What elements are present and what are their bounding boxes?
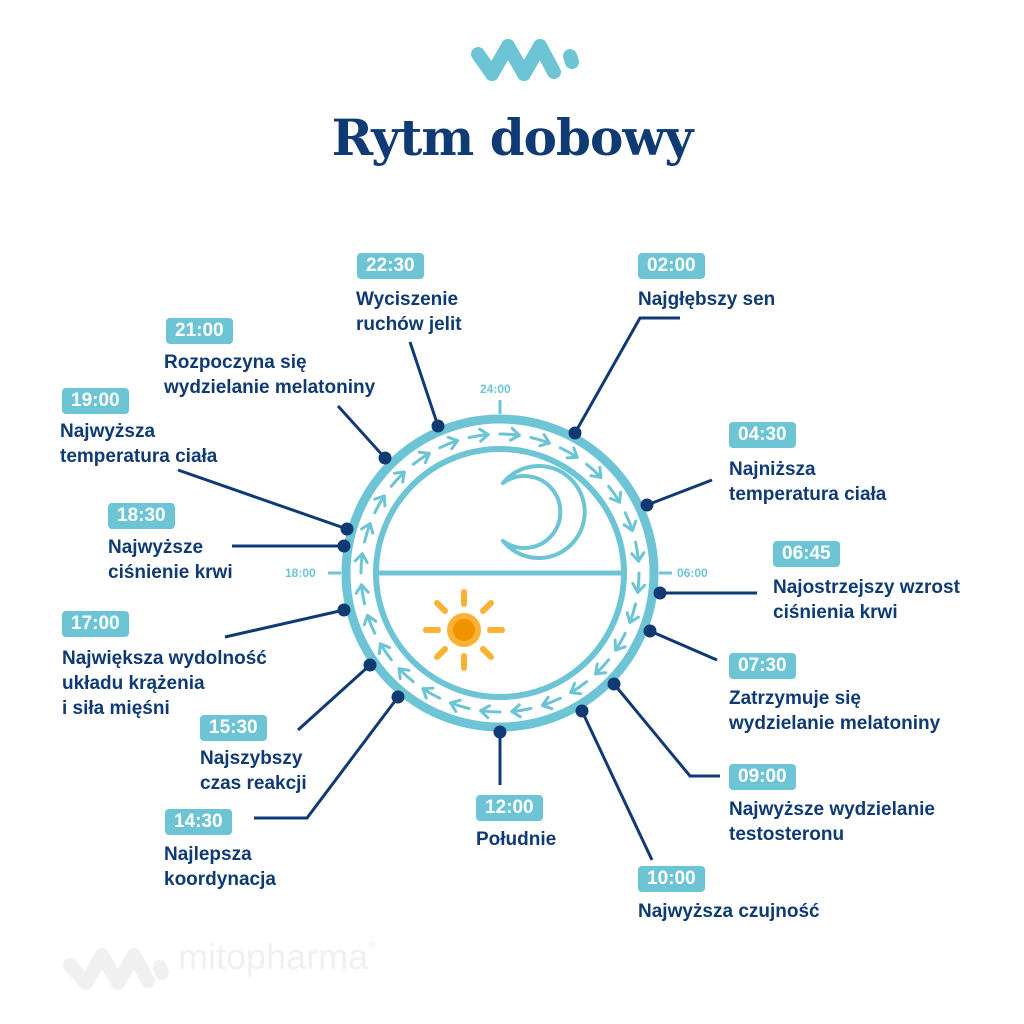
time-badge: 06:45 (773, 541, 840, 567)
arrow-head-icon (373, 494, 387, 508)
arrow-head-icon (565, 446, 579, 460)
dot-04-30 (640, 498, 654, 512)
arrow-head-icon (540, 695, 554, 711)
leader-04-30 (646, 478, 713, 507)
tick-label-24: 24:00 (480, 382, 511, 396)
dot-02-00 (568, 426, 582, 440)
arrow-head-icon (608, 490, 623, 504)
dot-10-00 (575, 704, 589, 718)
dot-06-45 (653, 586, 667, 600)
time-badge: 21:00 (166, 318, 233, 344)
time-badge: 17:00 (62, 611, 129, 637)
arrow-head-icon (360, 522, 375, 535)
clock-face (328, 400, 672, 732)
arrow-head-icon (589, 466, 603, 479)
time-badge: 19:00 (62, 388, 129, 414)
dot-21-00 (378, 451, 392, 465)
time-badge: 18:30 (108, 503, 175, 529)
event-description: Najwyższe ciśnienie krwi (108, 537, 233, 583)
arrow-head-icon (613, 638, 627, 652)
event-description: Najgłębszy sen (638, 289, 776, 310)
leader-19-00 (177, 468, 348, 531)
leader-17-00 (224, 608, 345, 639)
leader-15-30 (296, 663, 372, 732)
dot-12-00 (493, 725, 507, 739)
dot-18-30 (337, 539, 351, 553)
dot-09-00 (607, 677, 621, 691)
leader-21-00 (336, 404, 387, 460)
time-badge: 12:00 (476, 795, 543, 821)
time-badge: 04:30 (729, 422, 796, 448)
arrow-head-icon (354, 583, 370, 595)
moon-icon (501, 464, 587, 560)
arrow-head-icon (446, 435, 460, 451)
leader-lines (177, 316, 757, 861)
leader-10-00 (580, 710, 654, 861)
event-description: Najostrzejszy wzrost ciśnienia krwi (773, 577, 960, 623)
clockwise-arrow-track (353, 426, 647, 720)
brand-name: mitopharma (178, 936, 369, 977)
arrow-head-icon (538, 433, 551, 448)
arrow-head-icon (449, 698, 462, 713)
event-description: Południe (476, 829, 557, 850)
brand-watermark: mitopharma® (178, 936, 375, 978)
event-description: Najwyższa temperatura ciała (60, 421, 218, 467)
event-description: Zatrzymuje się wydzielanie melatoniny (729, 688, 941, 734)
arrow-head-icon (630, 551, 646, 563)
arrow-head-icon (421, 686, 435, 700)
dot-14-30 (391, 690, 405, 704)
time-badge: 07:30 (729, 653, 796, 679)
arrow-head-icon (479, 704, 491, 720)
arrow-head-icon (417, 450, 431, 465)
arrow-head-icon (478, 427, 490, 443)
event-description: Najszybszy czas reakcji (200, 748, 307, 794)
event-dots (337, 419, 667, 739)
page-title: Rytm dobowy (331, 108, 694, 167)
dot-07-30 (643, 624, 657, 638)
time-badge: 15:30 (200, 715, 267, 741)
arrow-head-icon (631, 582, 647, 594)
dot-22-30 (431, 419, 445, 433)
time-badge: 10:00 (638, 866, 705, 892)
dot-19-00 (340, 522, 354, 536)
event-description: Wyciszenie ruchów jelit (356, 289, 462, 335)
dot-17-00 (337, 603, 351, 617)
leader-07-30 (649, 629, 718, 662)
event-description: Najwyższa czujność (638, 901, 820, 922)
leader-09-00 (612, 683, 720, 778)
event-description: Najwyższe wydzielanie testosteronu (729, 799, 935, 845)
time-badge: 14:30 (165, 809, 232, 835)
tick-label-06: 06:00 (677, 566, 708, 580)
event-description: Największa wydolność układu krążenia i s… (62, 648, 267, 719)
registered-mark: ® (368, 940, 376, 951)
arrow-head-icon (397, 667, 411, 680)
arrow-head-icon (509, 426, 521, 442)
arrow-head-icon (353, 552, 369, 564)
arrow-head-icon (510, 703, 522, 719)
dot-15-30 (363, 658, 377, 672)
arrow-head-icon (622, 519, 638, 533)
arrow-head-icon (569, 681, 583, 696)
arrow-head-icon (377, 642, 392, 656)
arrow-head-icon (594, 662, 607, 676)
arrow-head-icon (362, 613, 378, 627)
time-badge: 22:30 (357, 253, 424, 279)
event-description: Rozpoczyna się wydzielanie melatoniny (164, 352, 376, 398)
leader-22-30 (408, 341, 440, 427)
watermark-logo-icon (63, 948, 169, 990)
mitopharma-logo-icon (471, 39, 579, 81)
arrow-head-icon (625, 611, 640, 624)
time-badge: 09:00 (729, 764, 796, 790)
sun-icon (423, 589, 505, 671)
leader-02-00 (573, 316, 680, 434)
event-description: Najlepsza koordynacja (164, 844, 276, 890)
arrow-head-icon (393, 470, 406, 484)
event-description: Najniższa temperatura ciała (729, 459, 887, 505)
leader-14-30 (254, 696, 400, 820)
tick-label-18: 18:00 (285, 566, 316, 580)
time-badge: 02:00 (638, 253, 705, 279)
